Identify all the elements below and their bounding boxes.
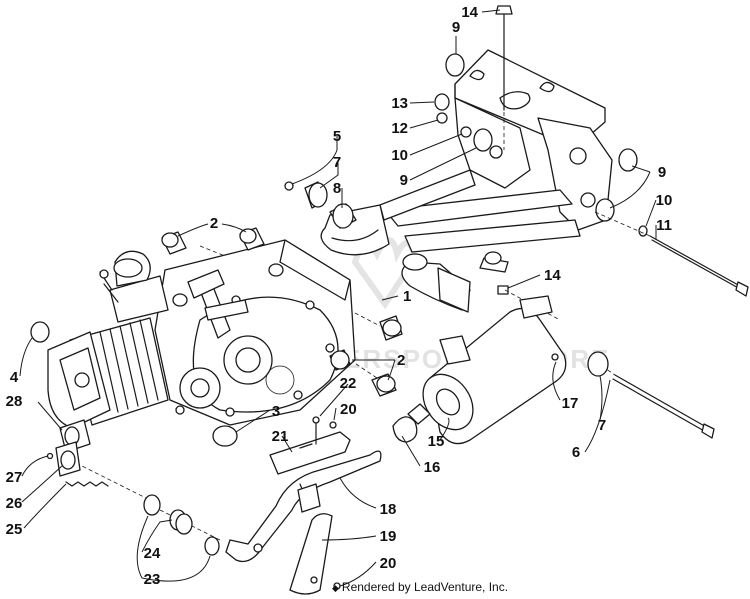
clamp-16 bbox=[392, 416, 418, 443]
leadventure-logo-icon: ◆ bbox=[332, 583, 339, 593]
nut-27 bbox=[46, 452, 54, 460]
mount-bushings bbox=[284, 53, 648, 237]
muffler-assembly bbox=[392, 295, 609, 445]
bushing-13 bbox=[434, 93, 450, 111]
engine-studs bbox=[30, 227, 403, 447]
engine-mount-frame bbox=[320, 49, 613, 313]
callout-6: 6 bbox=[572, 444, 580, 461]
gasket-23 bbox=[204, 536, 220, 556]
bolt-14-mid bbox=[497, 285, 509, 295]
bushing-9-left bbox=[473, 128, 493, 152]
bolt-6 bbox=[701, 423, 715, 439]
callout-3: 3 bbox=[272, 403, 280, 420]
washer-5 bbox=[284, 181, 294, 191]
heat-shield-21 bbox=[269, 431, 351, 475]
callout-9-top: 9 bbox=[452, 19, 460, 36]
engine-assembly bbox=[47, 239, 356, 429]
callout-21: 21 bbox=[272, 428, 289, 445]
callout-5: 5 bbox=[333, 128, 341, 145]
callout-8: 8 bbox=[333, 180, 341, 197]
grommet-7 bbox=[587, 351, 609, 377]
bushing-top bbox=[445, 53, 465, 77]
callout-9-right: 9 bbox=[658, 164, 666, 181]
callout-2-mid: 2 bbox=[397, 352, 405, 369]
callout-17: 17 bbox=[562, 395, 579, 412]
callout-19: 19 bbox=[380, 528, 397, 545]
callout-14-top: 14 bbox=[461, 4, 478, 21]
callout-26: 26 bbox=[6, 495, 23, 512]
bolt-14-top bbox=[495, 5, 513, 15]
heat-shield-19 bbox=[289, 513, 333, 595]
bushing-9-right bbox=[595, 198, 615, 222]
bushing-9-right-top bbox=[618, 148, 638, 172]
callout-23: 23 bbox=[144, 571, 161, 588]
callout-12: 12 bbox=[391, 120, 408, 137]
callout-7-mid: 7 bbox=[598, 417, 606, 434]
bolt-17 bbox=[551, 353, 559, 361]
seal-24a bbox=[143, 494, 161, 516]
callout-15: 15 bbox=[428, 433, 445, 450]
callout-1: 1 bbox=[403, 288, 411, 305]
callout-2-top: 2 bbox=[210, 215, 218, 232]
callout-4: 4 bbox=[10, 369, 19, 386]
bushing-4 bbox=[30, 321, 50, 343]
rendered-by-credit: ◆Rendered by LeadVenture, Inc. bbox=[332, 580, 508, 594]
callout-28: 28 bbox=[6, 393, 23, 410]
callout-labels: 14 9 13 12 10 9 5 7 8 9 10 11 2 14 1 2 4… bbox=[6, 4, 673, 588]
callout-20-top: 20 bbox=[340, 401, 357, 418]
callout-14-mid: 14 bbox=[544, 267, 561, 284]
callout-10-right: 10 bbox=[656, 192, 673, 209]
washer-12 bbox=[436, 112, 448, 124]
callout-24: 24 bbox=[144, 545, 161, 562]
callout-22: 22 bbox=[340, 375, 357, 392]
callout-25: 25 bbox=[6, 521, 23, 538]
callout-27: 27 bbox=[6, 469, 23, 486]
bolt-20-top bbox=[329, 421, 337, 429]
callout-20-bottom: 20 bbox=[380, 555, 397, 572]
callout-18: 18 bbox=[380, 501, 397, 518]
exhaust-flange-parts bbox=[46, 419, 220, 556]
exhaust-pipe-assembly bbox=[225, 416, 382, 595]
callout-9-left: 9 bbox=[400, 172, 408, 189]
washer-10 bbox=[460, 126, 472, 138]
bolt-11 bbox=[735, 281, 749, 297]
callout-11: 11 bbox=[656, 217, 672, 234]
leader-lines bbox=[19, 9, 657, 587]
credit-text: Rendered by LeadVenture, Inc. bbox=[341, 580, 509, 594]
spring-25 bbox=[65, 481, 109, 487]
callout-13: 13 bbox=[391, 95, 408, 112]
washer-10-right bbox=[638, 225, 648, 237]
callout-7-top: 7 bbox=[333, 154, 341, 171]
spacer-3 bbox=[212, 425, 238, 447]
callout-16: 16 bbox=[424, 459, 441, 476]
callout-10-left: 10 bbox=[391, 147, 408, 164]
mount-bolts bbox=[495, 5, 749, 439]
